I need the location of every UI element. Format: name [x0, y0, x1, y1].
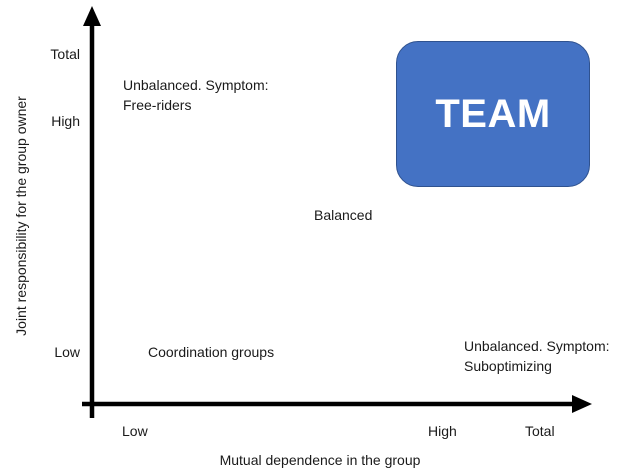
y-axis-title: Joint responsibility for the group owner [13, 96, 29, 336]
x-tick-low: Low [122, 423, 148, 439]
x-tick-high: High [428, 423, 457, 439]
y-tick-total: Total [50, 46, 80, 62]
y-tick-low: Low [54, 344, 80, 360]
region-label-coordination-groups: Coordination groups [148, 344, 275, 360]
team-label: TEAM [435, 91, 551, 136]
team-box: TEAM [396, 41, 590, 187]
y-tick-high: High [51, 113, 80, 129]
region-label-suboptimizing: Unbalanced. Symptom: Suboptimizing [464, 338, 610, 374]
y-axis-arrowhead [83, 6, 101, 26]
region-label-free-riders: Unbalanced. Symptom: Free-riders [123, 77, 269, 113]
x-axis-title: Mutual dependence in the group [219, 452, 421, 468]
region-label-balanced: Balanced [314, 207, 373, 223]
x-tick-total: Total [525, 423, 555, 439]
x-axis-arrowhead [572, 395, 592, 413]
